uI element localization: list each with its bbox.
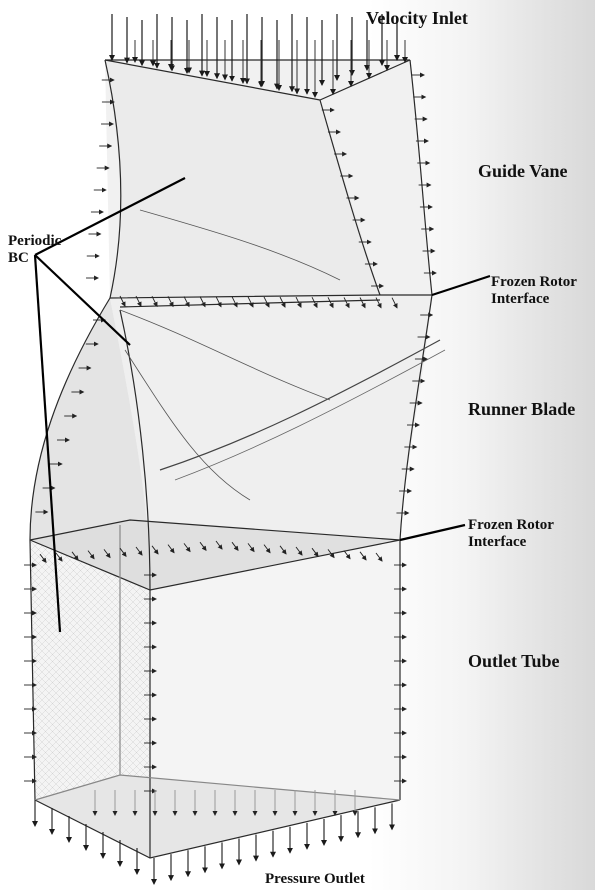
interface-arrow [231,296,238,308]
frozen-rotor-lower-line-2: Interface [468,533,527,550]
interface-arrow [39,553,47,564]
periodic-bc-line-1: Periodic [8,233,62,249]
interface-arrow [279,296,286,308]
interface-arrow [87,550,95,560]
interface-arrow [151,545,159,555]
boundary-vectors [24,72,437,794]
domain-surfaces [30,60,432,858]
frozen-rotor-upper-line-2: Interface [491,290,550,307]
interface-arrow [151,295,158,308]
periodic-bc-leader-mid [34,254,131,346]
velocity-inlet-label: Velocity Inlet [366,8,468,28]
interface-arrow [263,544,271,554]
periodic-bc-leader-lower [33,254,62,633]
interface-arrow [71,551,79,561]
pressure-outlet-arrows [32,790,395,885]
interface-arrow [279,545,287,555]
interface-arrow [167,296,174,308]
interface-arrow [295,546,303,556]
interface-arrow [311,547,319,558]
runner-blade-surface [110,295,432,590]
interface-arrow [247,296,254,308]
interface-arrow [135,295,142,307]
periodic-bc-leader-upper [34,177,186,256]
interface-arrow [375,552,383,562]
interface-arrow [263,296,270,308]
interface-arrow [119,295,126,307]
frozen-rotor-leader-1 [431,274,491,297]
interface-arrow [391,297,398,309]
interface-arrow [199,296,206,308]
frozen-rotor-upper-line-1: Frozen Rotor [491,274,577,290]
frozen-rotor-interface-upper-label: Frozen Rotor Interface [491,274,577,307]
interface-arrow [247,543,255,553]
interface-arrow [231,541,239,552]
periodic-bc-line-2: BC [8,249,29,266]
pressure-outlet-label: Pressure Outlet [265,871,365,887]
outlet-tube-label: Outlet Tube [468,651,560,671]
interface-arrow [215,540,223,550]
interface-arrow [119,547,127,558]
leader-lines [33,177,491,633]
velocity-inlet-arrows [109,14,408,98]
frozen-rotor-lower-line-1: Frozen Rotor [468,517,554,533]
interface-arrow [343,297,350,309]
interface-arrow [295,296,302,308]
interface-arrow [311,296,318,309]
interface-arrow [199,541,207,552]
interface-arrow [167,544,175,554]
interface-arrow [55,552,63,562]
interface-arrow [359,297,366,309]
frozen-rotor-interface-lower-label: Frozen Rotor Interface [468,517,554,550]
interface-arrow [183,543,191,553]
interface-arrow [183,296,190,308]
interface-arrow [359,551,367,561]
interface-arrow [135,546,143,556]
frozen-rotor-leader-2 [399,523,466,542]
periodic-bc-label: Periodic BC [8,233,61,266]
runner-blade-label: Runner Blade [468,399,576,419]
interface-arrow [215,296,222,308]
guide-vane-label: Guide Vane [478,161,568,181]
interface-arrow [327,297,334,309]
interface-arrow [375,297,382,309]
interface-arrow [327,549,335,559]
interface-arrow [343,550,351,560]
interface-arrow [103,549,111,559]
